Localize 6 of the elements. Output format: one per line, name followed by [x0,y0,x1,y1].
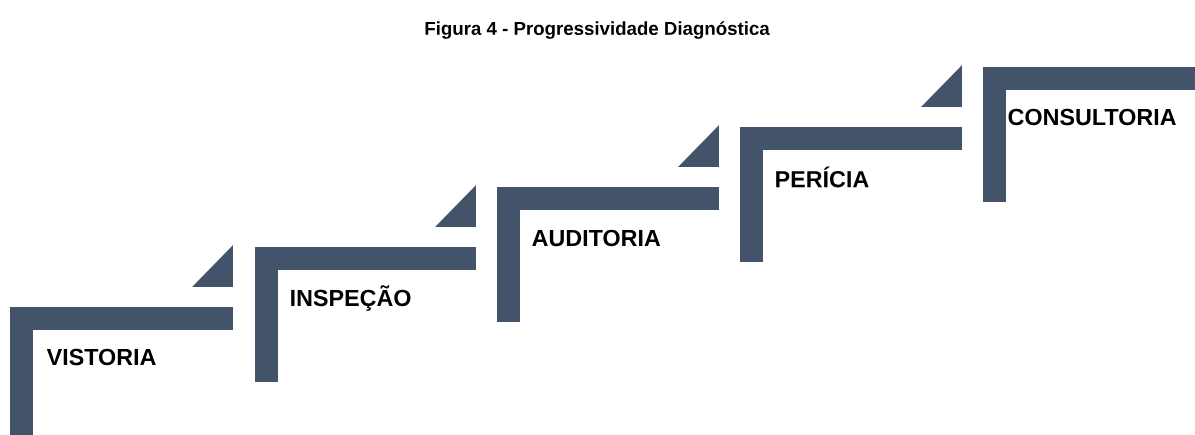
step-block: AUDITORIA [497,187,719,322]
step-block: VISTORIA [10,307,233,435]
step-block: INSPEÇÃO [255,247,476,382]
title: Figura 4 - Progressividade Diagnóstica [425,21,770,39]
step-block: PERÍCIA [740,127,962,262]
step-block: CONSULTORIA [983,67,1195,202]
